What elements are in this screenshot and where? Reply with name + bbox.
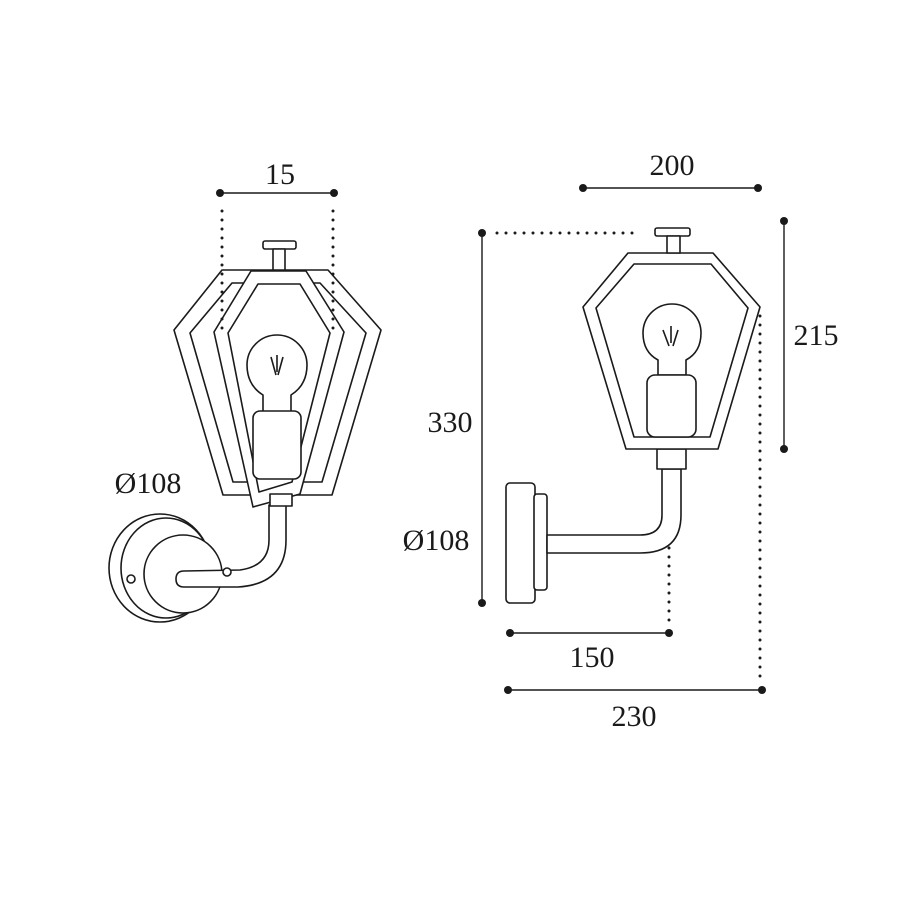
label-depth-top: 200 — [650, 149, 695, 182]
bulb-icon — [246, 334, 308, 480]
label-side-backplate: Ø108 — [403, 524, 470, 557]
label-arm-projection: 150 — [570, 641, 615, 674]
label-total-projection: 230 — [612, 700, 657, 733]
dimension-height — [478, 229, 642, 607]
backplate-side — [505, 482, 536, 604]
front-view-lamp — [108, 240, 382, 623]
side-view-lamp — [505, 227, 761, 604]
dimension-arm-projection — [506, 546, 673, 637]
label-height: 330 — [428, 406, 473, 439]
label-lantern-height: 215 — [794, 319, 839, 352]
dimension-width-front — [216, 189, 338, 337]
cap-side — [654, 227, 691, 237]
dimension-lantern-height — [780, 217, 788, 453]
arm-side — [546, 468, 682, 554]
dimension-total-projection — [504, 314, 766, 694]
label-front-backplate: Ø108 — [115, 467, 182, 500]
bulb-icon — [642, 303, 702, 438]
label-front-width: 15 — [265, 158, 295, 191]
arm-front — [175, 504, 287, 588]
cap-front — [262, 240, 297, 250]
dimension-depth-top — [579, 184, 762, 192]
backplate-front — [108, 513, 223, 623]
